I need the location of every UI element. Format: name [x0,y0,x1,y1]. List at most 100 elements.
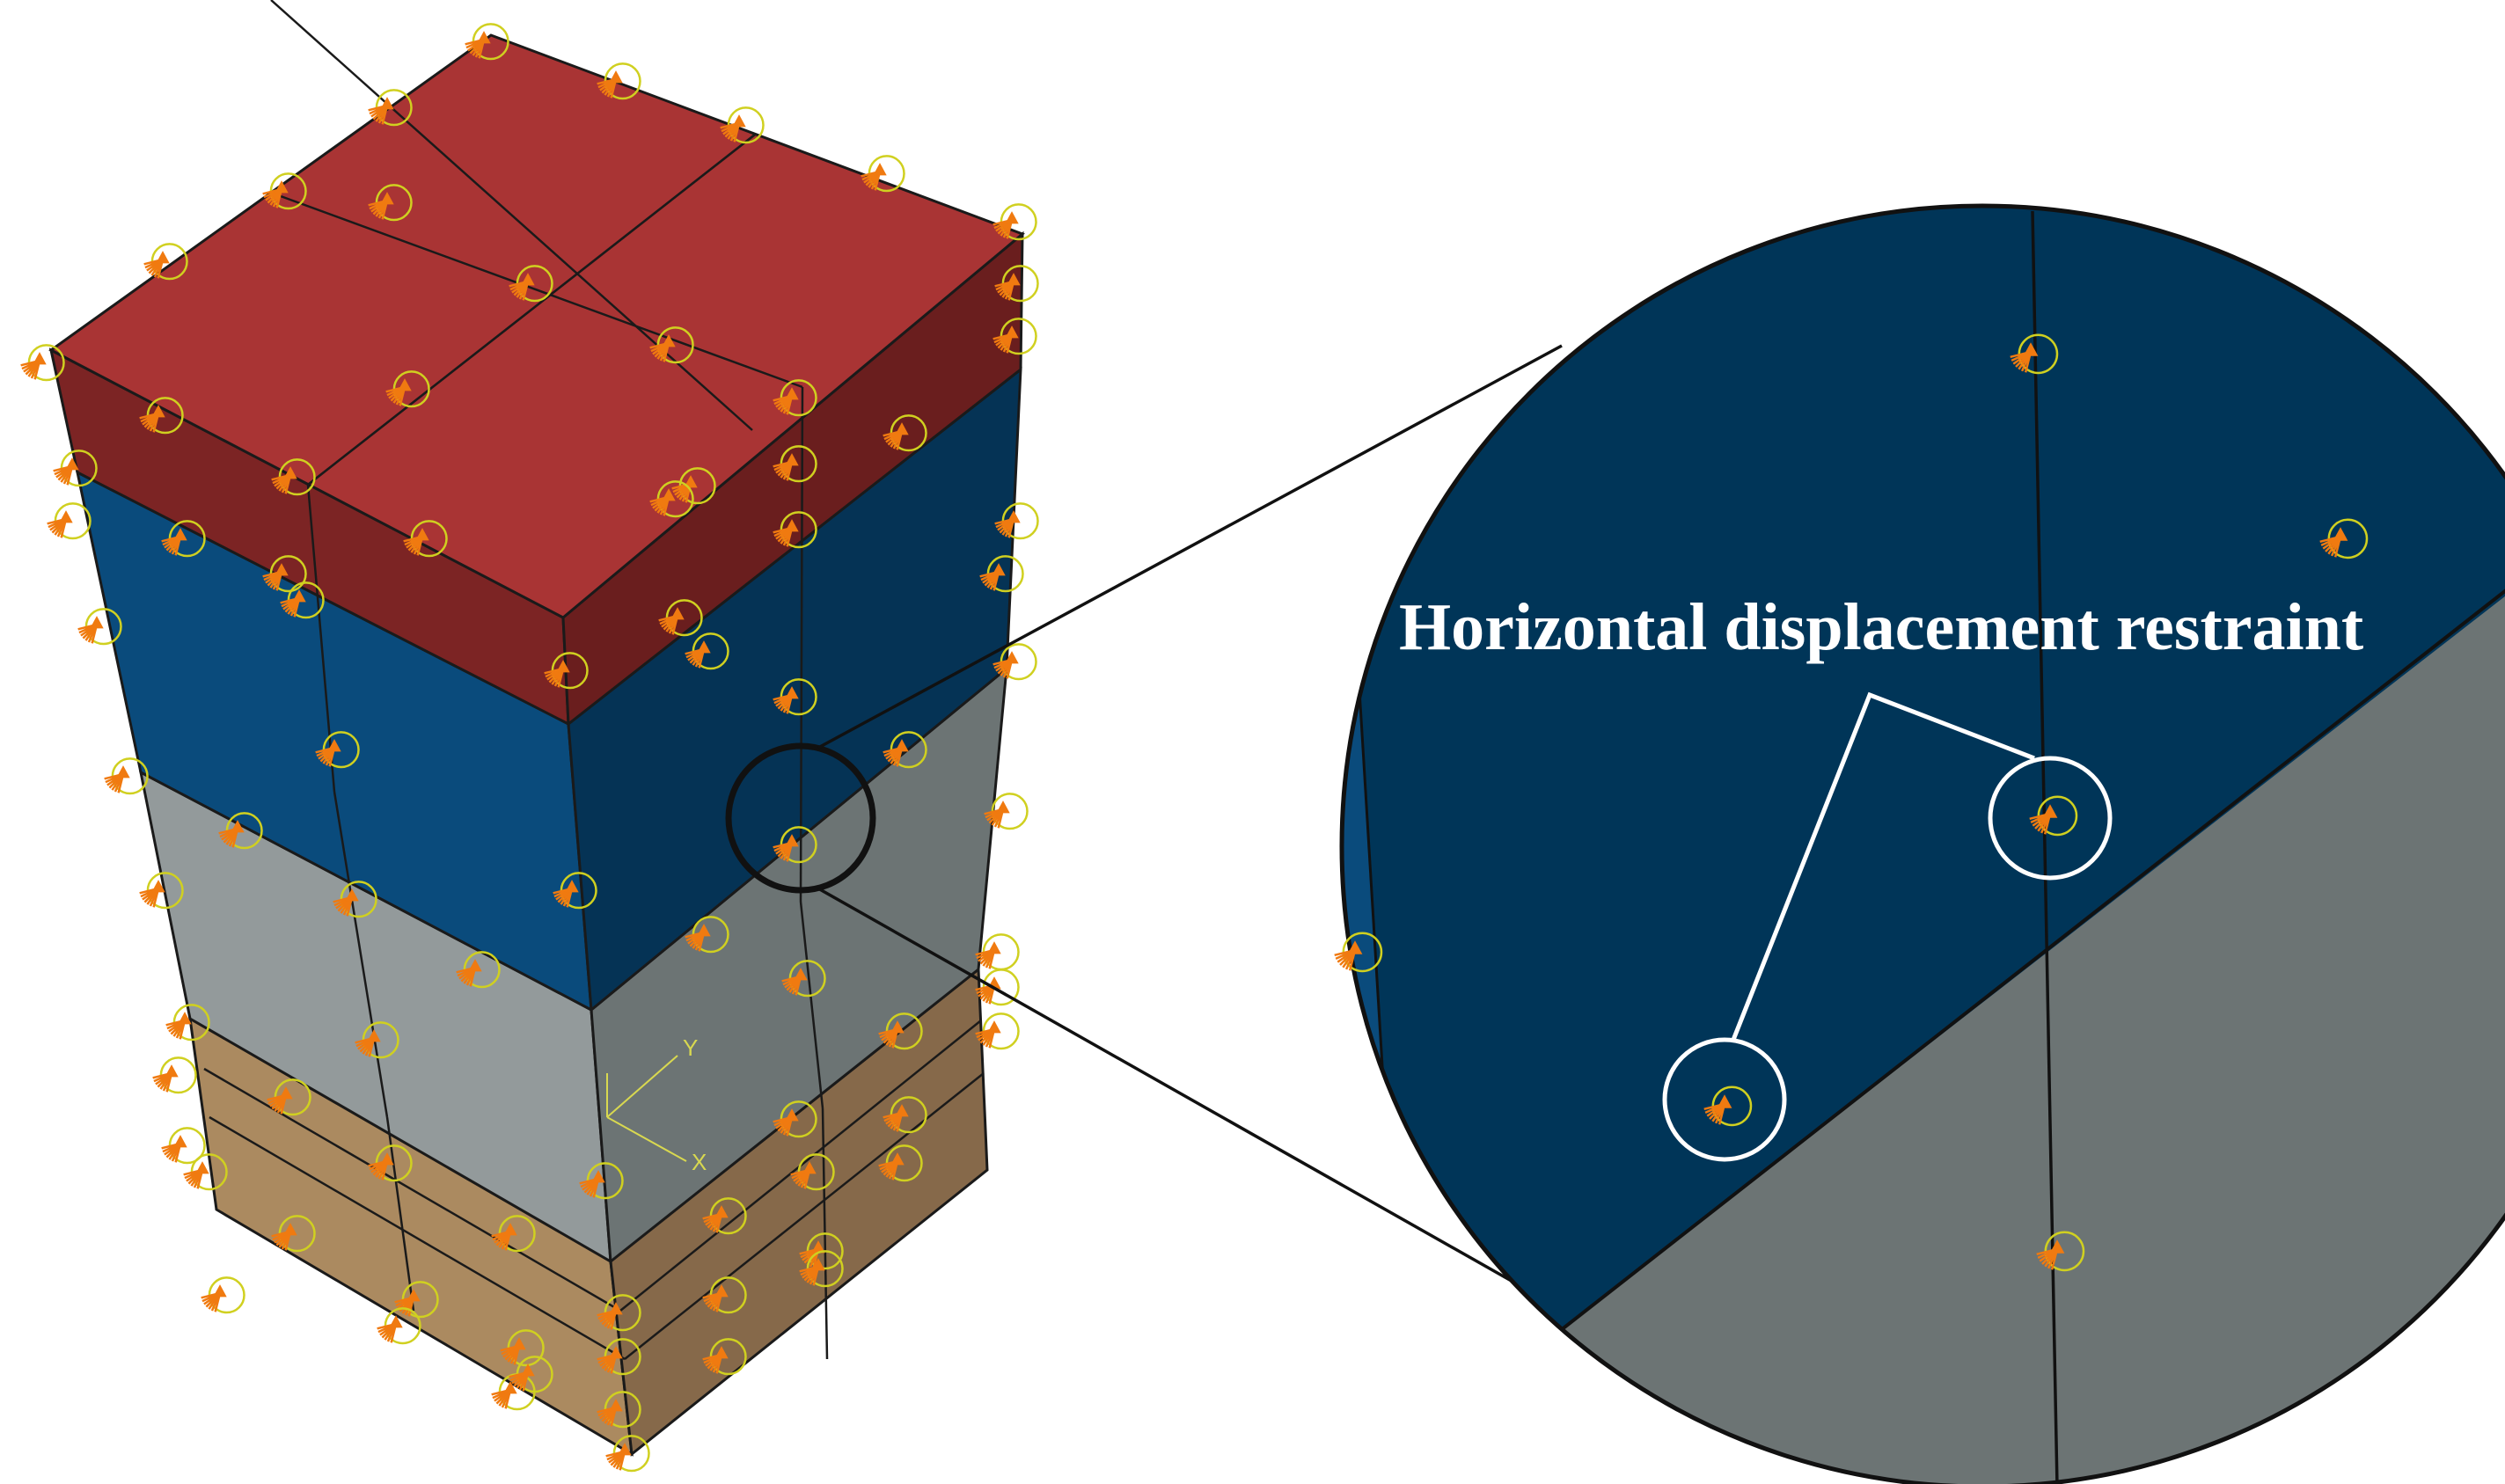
callout-leader [1731,691,2035,1041]
restraint-symbol [658,599,703,637]
restraint-symbol [333,881,377,918]
restraint-symbol [20,344,65,382]
callout-ring-lower [1662,1037,1787,1162]
axis-y-label: Y [683,1034,698,1061]
restraint-symbol [773,511,817,549]
restraint-symbol [773,826,817,864]
restraint-symbols [20,23,1039,1473]
restraint-symbol [975,1012,1020,1050]
restraint-symbol [649,326,694,364]
zoom-light-region [1496,457,2505,1484]
restraint-symbol [790,1153,835,1191]
restraint-symbol [465,23,509,61]
zoom-mesh-line [2031,210,2059,1484]
restraint-symbol [605,1435,650,1473]
restraint-symbol [139,872,184,910]
restraint-symbol [161,1127,206,1165]
zoom-boundary-line [1494,491,2505,1383]
restraint-symbol [984,793,1029,830]
restraint-symbol [992,318,1037,355]
restraint-symbol [702,1197,747,1235]
restraint-symbol [280,581,325,619]
restraint-symbol [152,1056,197,1094]
restraint-symbol [262,555,307,593]
restraint-symbol [883,1096,927,1134]
restraint-symbol [1334,932,1383,973]
restraint-symbol [994,265,1039,303]
restraint-symbol [553,872,597,910]
restraint-symbol [799,1250,844,1288]
restraint-symbol [315,731,360,769]
restraint-symbol [262,172,307,210]
restraint-symbol [509,265,553,303]
axis-triad [606,1055,687,1162]
restraint-symbol [702,1338,747,1376]
restraint-symbol [161,520,206,558]
restraint-symbol [883,414,927,452]
restraint-symbol [781,960,826,998]
restraint-symbol [218,812,263,850]
restraint-symbol [773,445,817,483]
restraint-symbol [53,450,98,487]
restraint-symbol [2010,333,2059,375]
axis-x-label: X [692,1149,707,1175]
restraint-symbol [685,916,729,954]
restraint-symbol [165,1004,210,1042]
zoom-detail: Horizontal displacement restraint [1334,203,2505,1484]
restraint-symbol [368,1144,413,1182]
restraint-symbol [979,555,1024,593]
restraint-symbol [491,1215,536,1253]
restraint-symbol [385,370,430,408]
restraint-symbol [773,678,817,716]
restraint-symbol [267,1078,311,1116]
restraint-symbol [992,203,1037,241]
restraint-symbol [77,608,122,646]
restraint-symbol [878,1012,923,1050]
restraint-symbol [500,1329,545,1367]
restraint-symbol [368,89,413,127]
zoom-connector-lines [817,344,1563,1304]
restraint-symbol [2029,795,2078,837]
restraint-symbol [201,1276,245,1314]
restraint-symbol [139,397,184,435]
restraint-symbol [597,1294,641,1332]
restraint-symbol [509,1356,553,1393]
restraint-symbol [2319,518,2369,559]
restraint-symbol [544,652,589,690]
restraint-symbol [377,1307,421,1345]
restraint-symbol [773,379,817,417]
restraint-symbol [992,643,1037,681]
annotation-label: Horizontal displacement restraint [1399,590,2363,664]
restraint-symbol [271,458,316,496]
restraint-symbol [143,243,188,281]
restraint-symbol [975,933,1020,971]
restraint-symbol [702,1276,747,1314]
restraint-symbol [685,632,729,670]
restraint-symbol [649,480,694,518]
callout-ring-upper [1988,756,2113,881]
zoom-restraint-symbols [1334,333,2369,1272]
restraint-symbol [271,1215,316,1253]
restraint-symbol [403,520,448,558]
restraint-symbol [883,731,927,769]
restraint-symbol [355,1021,399,1059]
block-model: Y X [20,0,1039,1473]
restraint-symbol [2036,1231,2085,1272]
restraint-symbol [579,1162,624,1200]
restraint-symbol [597,1338,641,1376]
restraint-symbol [720,106,765,144]
restraint-symbol [861,155,905,193]
restraint-symbol [368,184,413,222]
zoom-circle-border [1339,203,2505,1484]
top-layer-surface [48,33,1025,619]
zoom-source-circle [725,742,876,894]
restraint-symbol [597,62,641,100]
restraint-symbol [597,1391,641,1429]
restraint-symbol [183,1153,228,1191]
restraint-symbol [104,757,149,795]
restraint-symbol [878,1144,923,1182]
restraint-symbol [394,1281,439,1319]
restraint-symbol [773,1100,817,1138]
restraint-symbol [47,502,92,540]
